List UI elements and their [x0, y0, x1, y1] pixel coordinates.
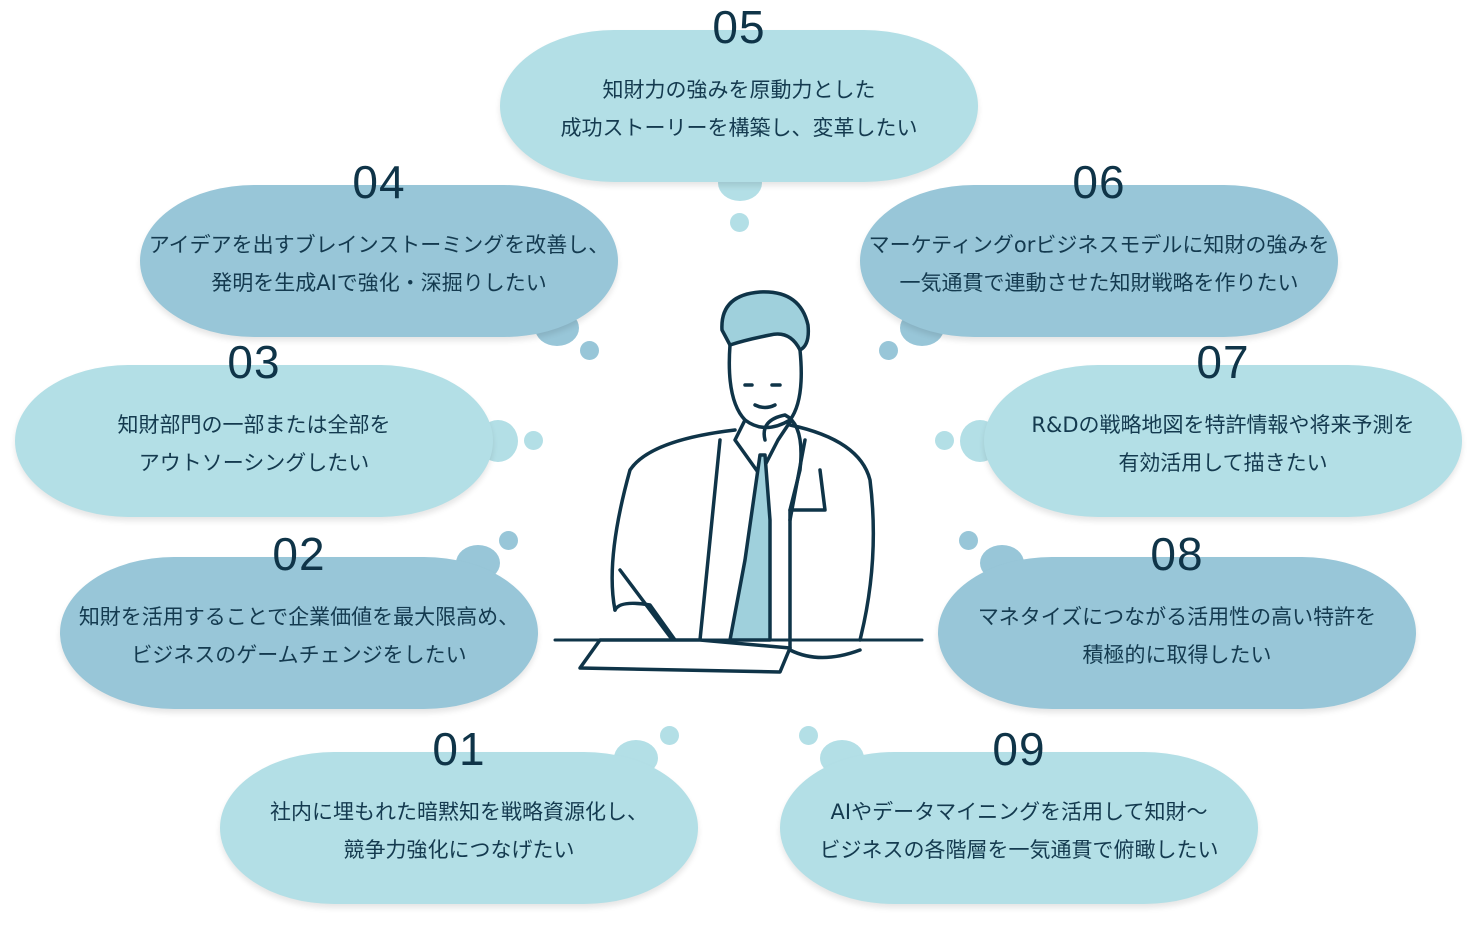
bubble-number: 03	[227, 336, 281, 388]
bubble-text: アイデアを出すブレインストーミングを改善し、	[148, 233, 610, 257]
bubble-01: 01 社内に埋もれた暗黙知を戦略資源化し、 競争力強化につなげたい	[220, 723, 698, 904]
bubble-text: 積極的に取得したい	[1082, 643, 1272, 667]
thought-dot	[499, 531, 518, 550]
bubble-text: アウトソーシングしたい	[138, 451, 370, 475]
thought-dot	[799, 726, 818, 745]
bubble-02: 02 知財を活用することで企業価値を最大限高め、 ビジネスのゲームチェンジをした…	[60, 528, 538, 709]
bubble-07: 07 R&Dの戦略地図を特許情報や将来予測を 有効活用して描きたい	[984, 336, 1462, 517]
bubble-number: 04	[352, 156, 406, 208]
bubble-text: AIやデータマイニングを活用して知財～	[830, 800, 1208, 824]
thought-dot	[730, 213, 749, 232]
bubble-05: 05 知財力の強みを原動力とした 成功ストーリーを構築し、変革したい	[500, 1, 978, 182]
bubble-number: 02	[272, 528, 326, 580]
bubble-text: R&Dの戦略地図を特許情報や将来予測を	[1031, 413, 1415, 437]
bubble-text: 一気通貫で連動させた知財戦略を作りたい	[899, 271, 1299, 295]
bubble-text: 競争力強化につなげたい	[343, 838, 575, 862]
thought-dot	[580, 341, 599, 360]
bubble-number: 09	[992, 723, 1046, 775]
bubble-09: 09 AIやデータマイニングを活用して知財～ ビジネスの各階層を一気通貫で俯瞰し…	[780, 723, 1258, 904]
thought-dot	[959, 531, 978, 550]
thought-dot	[660, 726, 679, 745]
bubble-text: 知財力の強みを原動力とした	[602, 78, 876, 102]
bubble-text: マーケティングorビジネスモデルに知財の強みを	[868, 233, 1330, 257]
bubble-number: 07	[1196, 336, 1250, 388]
bubble-text: マネタイズにつながる活用性の高い特許を	[977, 605, 1377, 629]
bubble-text: ビジネスのゲームチェンジをしたい	[131, 643, 467, 667]
bubble-number: 08	[1150, 528, 1204, 580]
bubble-number: 05	[712, 1, 766, 53]
bubble-text: 発明を生成AIで強化・深掘りしたい	[211, 271, 547, 295]
bubble-text: 有効活用して描きたい	[1118, 451, 1328, 475]
thinking-man-illustration	[553, 290, 924, 674]
bubble-number: 01	[432, 723, 486, 775]
bubble-number: 06	[1072, 156, 1126, 208]
thought-dot	[524, 431, 543, 450]
bubble-03: 03 知財部門の一部または全部を アウトソーシングしたい	[15, 336, 493, 517]
bubble-08: 08 マネタイズにつながる活用性の高い特許を 積極的に取得したい	[938, 528, 1416, 709]
bubble-text: 知財を活用することで企業価値を最大限高め、	[78, 605, 520, 629]
bubble-04: 04 アイデアを出すブレインストーミングを改善し、 発明を生成AIで強化・深掘り…	[140, 156, 618, 337]
bubble-text: 成功ストーリーを構築し、変革したい	[560, 116, 918, 140]
bubble-text: 社内に埋もれた暗黙知を戦略資源化し、	[270, 800, 648, 824]
thought-dot	[879, 341, 898, 360]
thought-dot	[935, 431, 954, 450]
bubble-06: 06 マーケティングorビジネスモデルに知財の強みを 一気通貫で連動させた知財戦…	[860, 156, 1338, 337]
bubble-text: ビジネスの各階層を一気通貫で俯瞰したい	[819, 838, 1219, 862]
bubble-text: 知財部門の一部または全部を	[117, 413, 391, 437]
